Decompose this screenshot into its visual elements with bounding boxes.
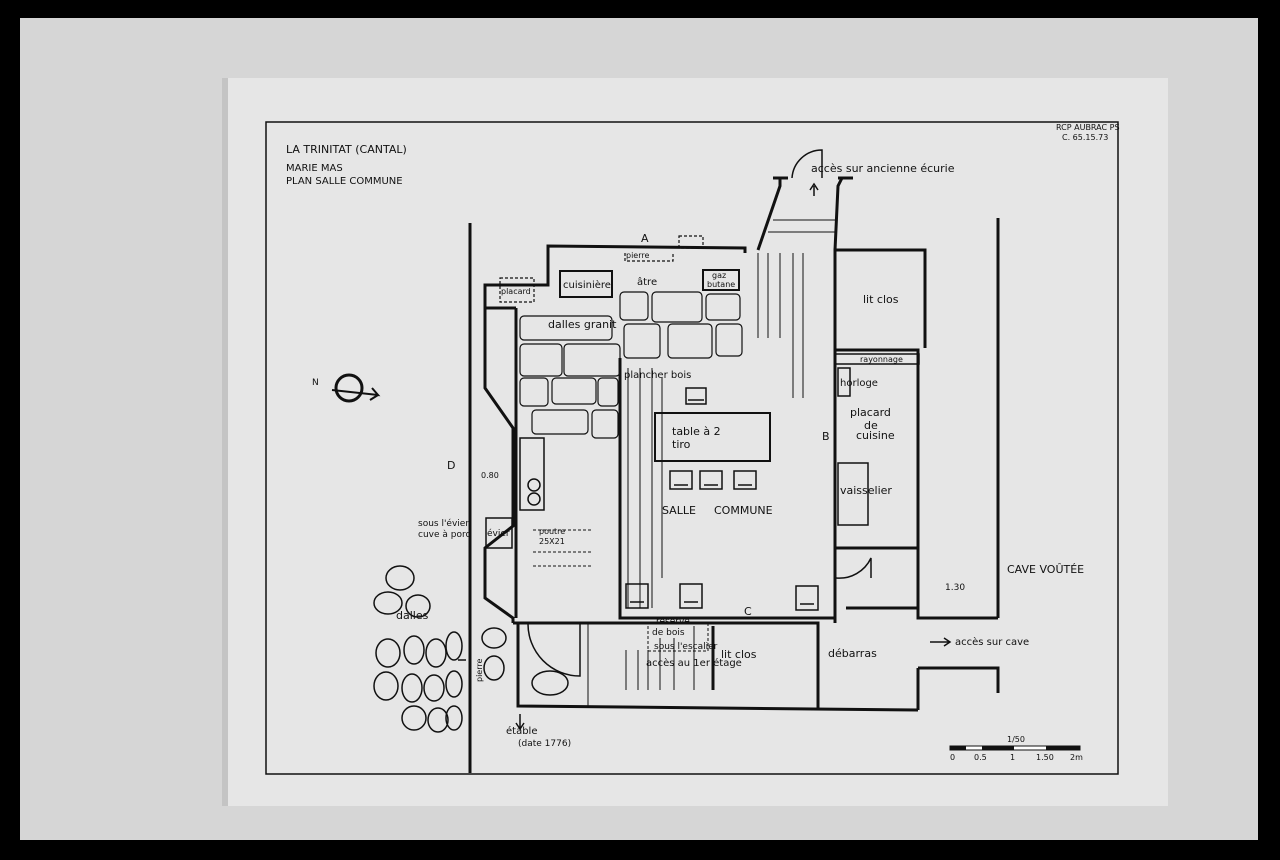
label-atre: âtre bbox=[637, 276, 657, 288]
label-evier: évier bbox=[487, 528, 510, 539]
room-commune: COMMUNE bbox=[714, 504, 773, 517]
scale-tick-0: 0 bbox=[950, 753, 955, 762]
scale-bar: 1/50 0 0.5 1 1.50 2m bbox=[949, 735, 1083, 762]
label-cuisiniere: cuisinière bbox=[563, 279, 611, 291]
label-butane: butane bbox=[707, 280, 735, 289]
ref-line-2: C. 65.15.73 bbox=[1062, 133, 1108, 142]
room-salle: SALLE bbox=[662, 504, 696, 517]
appliances bbox=[559, 269, 740, 298]
label-cuve-porc: cuve à porc bbox=[418, 530, 470, 540]
label-placard-3: cuisine bbox=[856, 429, 895, 442]
label-plancher-bois: plancher bois bbox=[624, 370, 691, 381]
point-b: B bbox=[822, 430, 830, 443]
room-lit-clos-bottom: lit clos bbox=[721, 648, 757, 661]
scale-tick-2: 1 bbox=[1010, 753, 1015, 762]
point-d: D bbox=[447, 459, 455, 472]
label-pierre-top: pierre bbox=[626, 251, 649, 260]
plan-sheet: LA TRINITAT (CANTAL) MARIE MAS PLAN SALL… bbox=[228, 78, 1168, 806]
label-dalles-granit: dalles granit bbox=[548, 318, 617, 331]
title-line-1: LA TRINITAT (CANTAL) bbox=[286, 143, 407, 156]
point-a: A bbox=[641, 232, 649, 245]
floor-plan-drawing: LA TRINITAT (CANTAL) MARIE MAS PLAN SALL… bbox=[265, 121, 1120, 775]
table bbox=[654, 412, 771, 462]
fireplace-outlines bbox=[499, 235, 704, 303]
scale-ratio: 1/50 bbox=[1007, 735, 1025, 744]
label-sous-evier: sous l'évier bbox=[418, 518, 469, 529]
granite-slabs bbox=[519, 291, 743, 439]
plank-floor bbox=[627, 219, 835, 608]
beam-lines bbox=[533, 529, 593, 567]
ref-line-1: RCP AUBRAC PS bbox=[1056, 123, 1120, 132]
title-line-2: MARIE MAS bbox=[286, 163, 343, 174]
label-placard: placard bbox=[501, 287, 531, 296]
chairs bbox=[625, 387, 819, 611]
label-d130: 1.30 bbox=[945, 583, 965, 593]
scale-tick-3: 1.50 bbox=[1036, 753, 1054, 762]
furniture-east bbox=[834, 353, 920, 526]
scale-tick-4: 2m bbox=[1070, 753, 1083, 762]
label-table-2: tiro bbox=[672, 438, 691, 451]
compass-north: N bbox=[312, 378, 319, 388]
sink-fixtures bbox=[485, 437, 545, 549]
direction-arrows bbox=[458, 182, 952, 731]
scale-tick-1: 0.5 bbox=[974, 753, 987, 762]
label-acces-ecurie: accès sur ancienne écurie bbox=[811, 162, 955, 175]
room-cave: CAVE VOÛTÉE bbox=[1007, 563, 1084, 576]
label-placard-2: de bbox=[864, 419, 878, 432]
label-reserve-1: réserve bbox=[656, 616, 690, 627]
sheet-border bbox=[265, 121, 1119, 775]
door-swings bbox=[527, 149, 872, 677]
room-debarras: débarras bbox=[828, 647, 877, 660]
label-reserve-2: de bois bbox=[652, 628, 685, 638]
label-date: (date 1776) bbox=[518, 739, 571, 749]
label-poutre-2: 25X21 bbox=[539, 537, 565, 546]
label-vaisselier: vaisselier bbox=[840, 484, 892, 497]
label-poutre-1: poutre bbox=[539, 527, 565, 536]
paving-stones bbox=[373, 565, 569, 733]
label-reserve-3: sous l'escalier bbox=[654, 642, 718, 652]
room-lit-clos-top: lit clos bbox=[863, 293, 899, 306]
label-acces-etage: accès au 1er étage bbox=[646, 657, 742, 669]
label-pierre-side: pierre bbox=[475, 659, 484, 682]
stair-treads bbox=[587, 623, 695, 706]
label-gaz: gaz bbox=[712, 271, 726, 280]
label-d080: 0.80 bbox=[481, 471, 499, 480]
label-horloge: horloge bbox=[840, 378, 878, 389]
label-rayonnage: rayonnage bbox=[860, 355, 903, 364]
label-table-1: table à 2 bbox=[672, 425, 721, 438]
point-c: C bbox=[744, 605, 752, 618]
compass-icon: N bbox=[312, 373, 381, 403]
label-placard-1: placard bbox=[850, 406, 891, 419]
wood-store bbox=[647, 622, 709, 652]
title-line-3: PLAN SALLE COMMUNE bbox=[286, 176, 403, 187]
label-acces-cave: accès sur cave bbox=[955, 636, 1029, 648]
label-etable: étable bbox=[506, 725, 537, 737]
label-dalles: dalles bbox=[396, 609, 429, 622]
